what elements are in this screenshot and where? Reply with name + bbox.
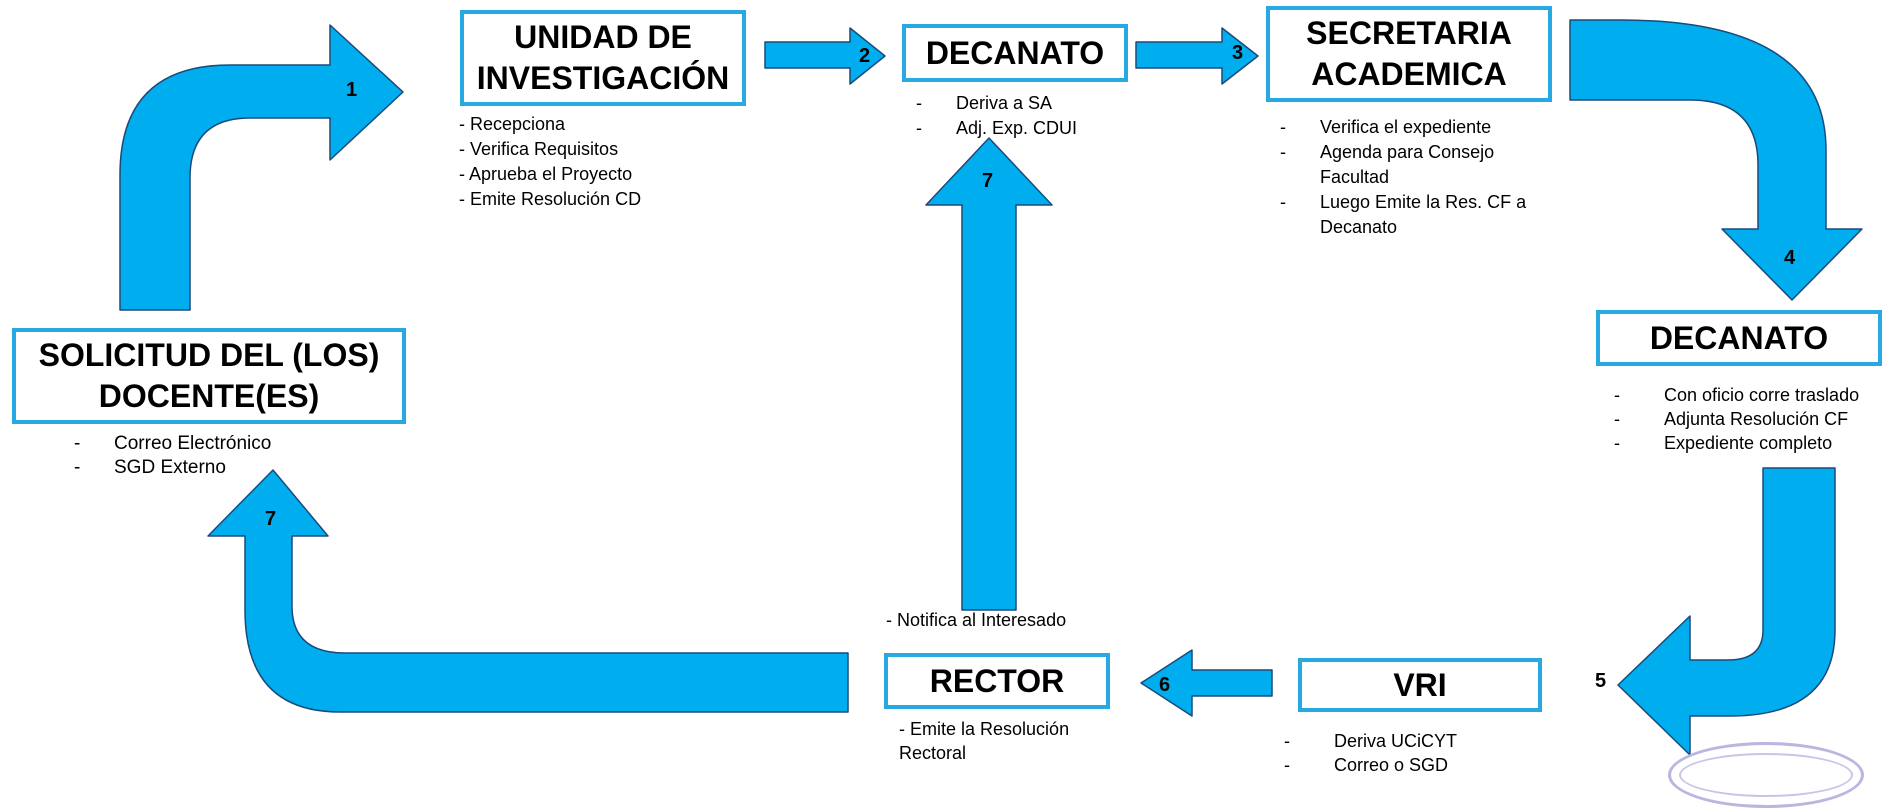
node-solicitud-line1: SOLICITUD DEL (LOS)	[38, 337, 380, 373]
arrow-7-up	[925, 137, 1053, 611]
step-number-6: 6	[1159, 674, 1171, 696]
node-decanato-top-label: DECANATO	[925, 34, 1105, 71]
list-item: Verifica Requisitos	[459, 137, 719, 162]
node-unidad-line2: INVESTIGACIÓN	[476, 60, 730, 96]
list-item: Deriva UCiCYT	[1276, 729, 1526, 753]
list-item: Luego Emite la Res. CF a Decanato	[1276, 190, 1566, 240]
seal-stamp	[1668, 742, 1864, 808]
list-item: Aprueba el Proyecto	[459, 162, 719, 187]
list-vri: Deriva UCiCYT Correo o SGD	[1276, 729, 1526, 777]
arrow-4	[1569, 19, 1863, 301]
node-vri: VRI	[1298, 658, 1542, 712]
node-rector: RECTOR	[884, 653, 1110, 709]
node-decanato-right-label: DECANATO	[1649, 319, 1829, 356]
list-item: Notifica al Interesado	[886, 608, 1126, 632]
list-rector-above: Notifica al Interesado	[886, 608, 1126, 632]
arrow-2	[764, 27, 886, 85]
list-item: Deriva a SA	[912, 91, 1132, 116]
list-item: Correo o SGD	[1276, 753, 1526, 777]
arrow-6	[1140, 649, 1273, 717]
list-item: Emite la Resolución Rectoral	[899, 717, 1119, 765]
arrow-7-left	[207, 469, 849, 713]
list-item: Expediente completo	[1606, 431, 1903, 455]
step-number-5: 5	[1595, 670, 1607, 692]
arrow-1	[119, 24, 404, 311]
node-unidad-investigacion: UNIDAD DE INVESTIGACIÓN	[460, 10, 746, 106]
step-number-3: 3	[1232, 42, 1244, 64]
list-item: Emite Resolución CD	[459, 187, 719, 212]
step-number-2: 2	[859, 45, 871, 67]
node-solicitud: SOLICITUD DEL (LOS) DOCENTE(ES)	[12, 328, 406, 424]
node-decanato-top: DECANATO	[902, 24, 1128, 82]
node-unidad-line1: UNIDAD DE	[514, 19, 692, 55]
arrow-5	[1617, 467, 1836, 756]
list-rector-below: Emite la Resolución Rectoral	[899, 717, 1119, 765]
list-secretaria: Verifica el expediente Agenda para Conse…	[1276, 115, 1566, 240]
list-decanato-right: Con oficio corre traslado Adjunta Resolu…	[1606, 383, 1903, 455]
list-item: SGD Externo	[70, 456, 370, 480]
node-solicitud-line2: DOCENTE(ES)	[98, 378, 320, 414]
step-number-1: 1	[346, 79, 358, 101]
step-number-7-left: 7	[265, 508, 277, 530]
list-unidad: Recepciona Verifica Requisitos Aprueba e…	[459, 112, 719, 212]
list-item: Recepciona	[459, 112, 719, 137]
list-solicitud: Correo Electrónico SGD Externo	[70, 432, 370, 480]
node-decanato-right: DECANATO	[1596, 310, 1882, 366]
list-item: Verifica el expediente	[1276, 115, 1566, 140]
list-item: Agenda para Consejo Facultad	[1276, 140, 1566, 190]
node-rector-label: RECTOR	[929, 662, 1065, 699]
list-item: Adj. Exp. CDUI	[912, 116, 1132, 141]
node-vri-label: VRI	[1393, 666, 1447, 703]
arrow-3	[1135, 27, 1259, 85]
node-secretaria-line1: SECRETARIA	[1306, 15, 1512, 51]
list-item: Correo Electrónico	[70, 432, 370, 456]
flow-arrows	[119, 19, 1863, 756]
step-number-4: 4	[1784, 247, 1796, 269]
list-decanato-top: Deriva a SA Adj. Exp. CDUI	[912, 91, 1132, 141]
node-secretaria-academica: SECRETARIA ACADEMICA	[1266, 6, 1552, 102]
list-item: Con oficio corre traslado	[1606, 383, 1903, 407]
node-secretaria-line2: ACADEMICA	[1311, 56, 1507, 92]
step-number-7-up: 7	[982, 170, 994, 192]
list-item: Adjunta Resolución CF	[1606, 407, 1903, 431]
